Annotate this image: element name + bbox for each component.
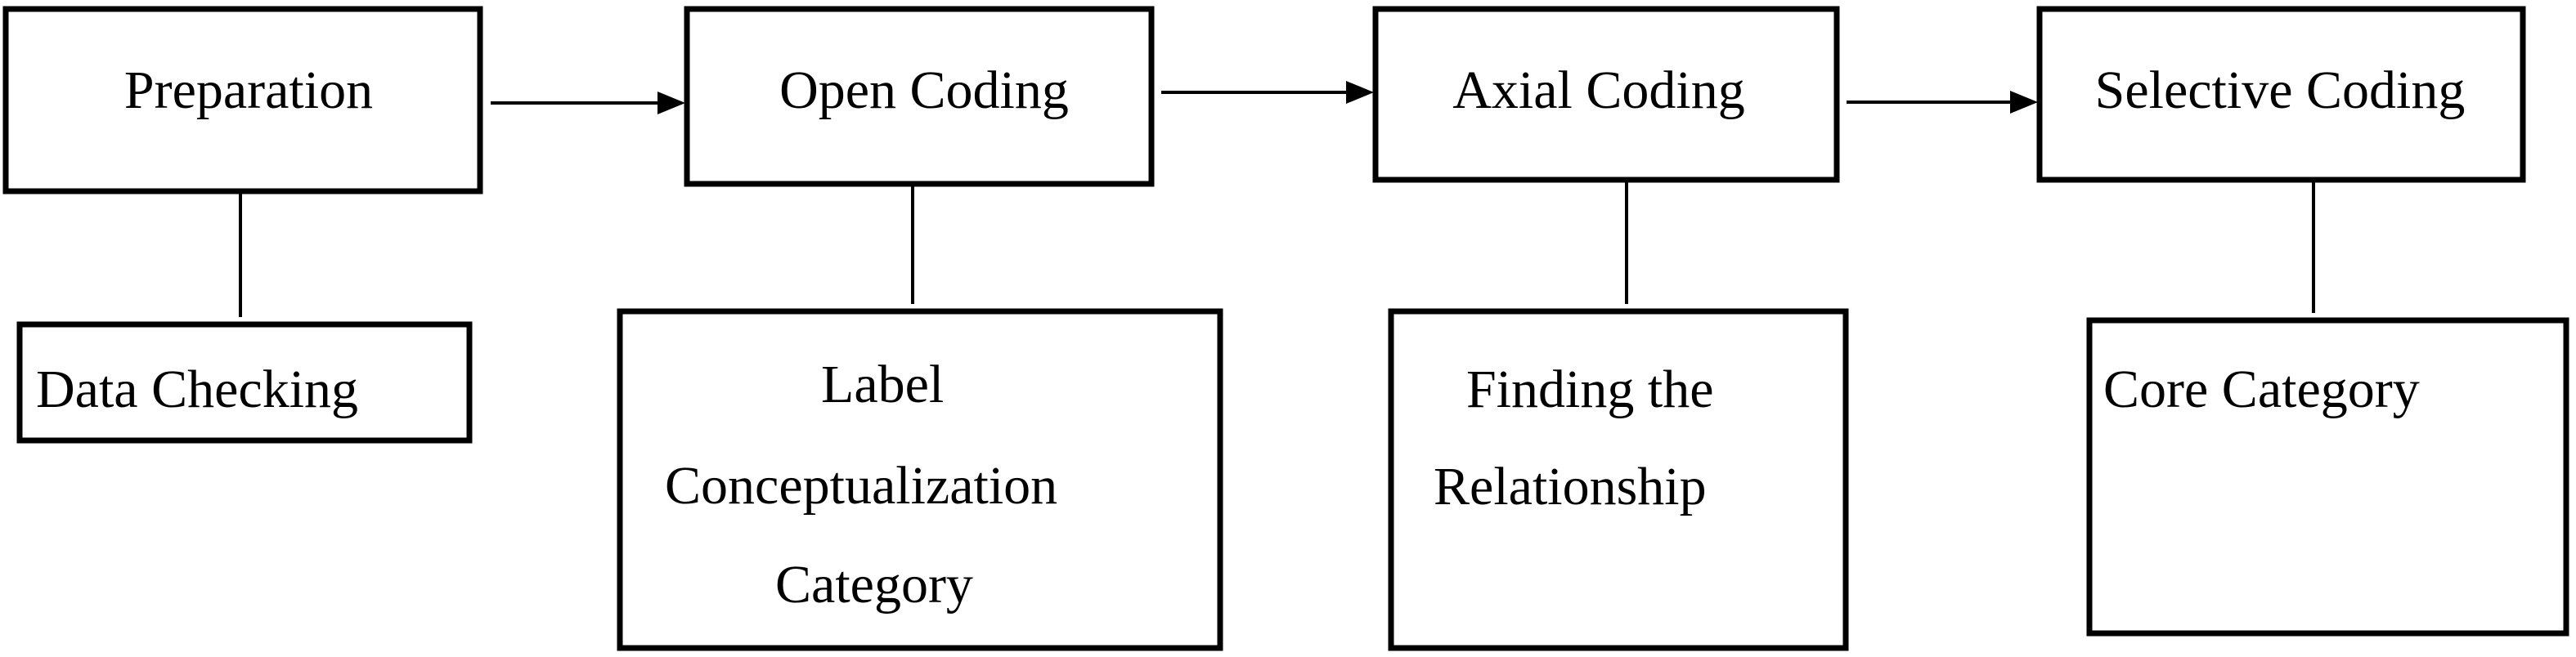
detail-box-open-coding-outputs: Label Conceptualization Category xyxy=(617,308,1223,651)
detail-label-category: Category xyxy=(775,555,973,615)
detail-label-relationship: Relationship xyxy=(1434,457,1707,516)
detail-box-data-checking: Data Checking xyxy=(16,321,473,444)
stage-box-axial-coding: Axial Coding xyxy=(1372,6,1840,183)
detail-label-finding-the: Finding the xyxy=(1466,360,1714,419)
flow-arrows xyxy=(491,81,2038,114)
detail-label-conceptualization: Conceptualization xyxy=(665,456,1057,516)
stage-label-selective-coding: Selective Coding xyxy=(2095,60,2466,120)
stage-box-selective-coding: Selective Coding xyxy=(2036,6,2526,183)
stage-box-preparation: Preparation xyxy=(2,6,483,194)
detail-label-data-checking: Data Checking xyxy=(36,360,358,419)
arrowhead-open-coding xyxy=(657,92,685,114)
stage-box-open-coding: Open Coding xyxy=(684,6,1155,187)
vertical-connectors xyxy=(239,180,2315,317)
arrowhead-axial-coding xyxy=(1346,81,1374,104)
arrowhead-selective-coding xyxy=(2010,91,2038,114)
stage-label-axial-coding: Axial Coding xyxy=(1452,60,1745,120)
detail-box-finding-the-relationship: Finding the Relationship xyxy=(1388,308,1849,651)
detail-label-core-category: Core Category xyxy=(2103,360,2420,419)
stage-label-preparation: Preparation xyxy=(124,60,373,120)
detail-box-core-category: Core Category xyxy=(2086,317,2569,637)
stage-label-open-coding: Open Coding xyxy=(779,60,1069,120)
detail-label-label: Label xyxy=(821,355,944,414)
